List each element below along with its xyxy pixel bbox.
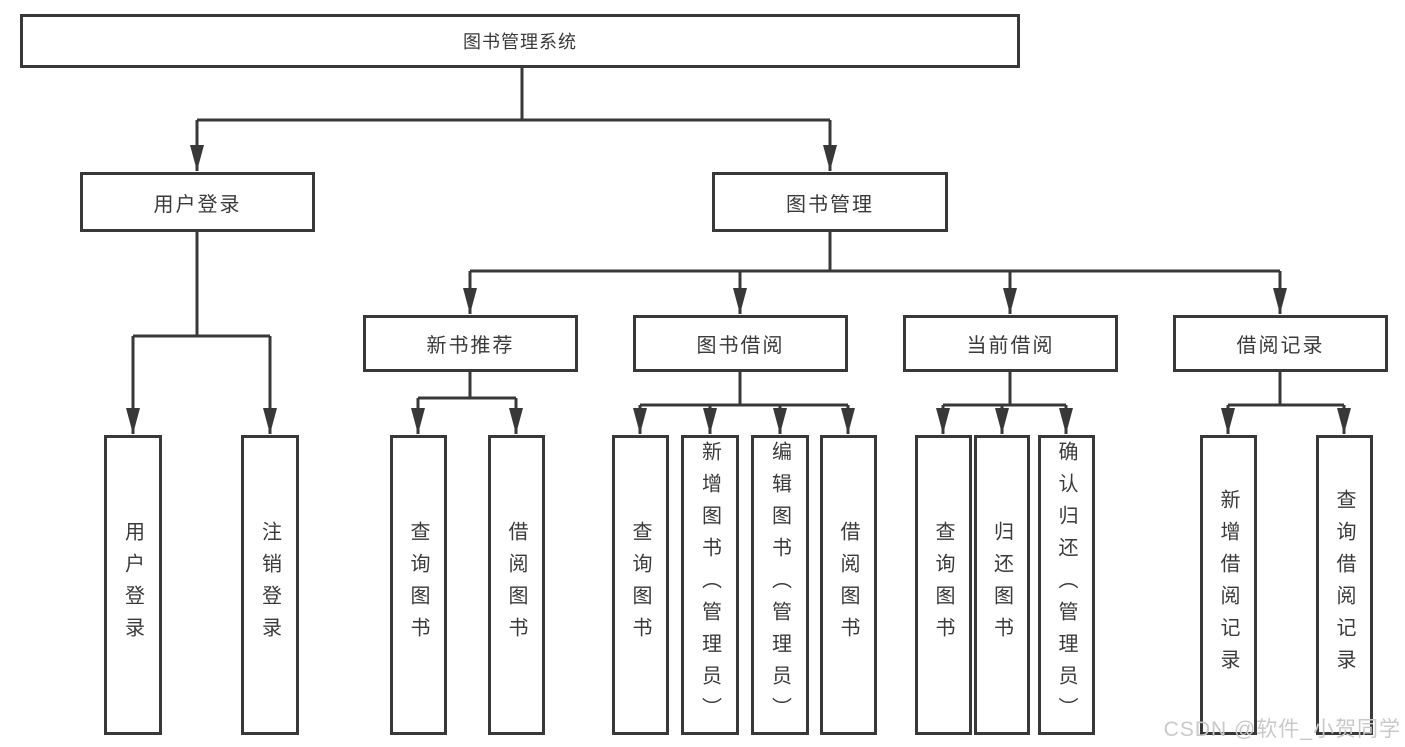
leaf-user-login: 用户登录 <box>104 435 162 735</box>
leaf-query-books-2: 查询图书 <box>612 435 669 735</box>
leaf-query-books-1: 查询图书 <box>390 435 447 735</box>
node-label: 图书管理系统 <box>463 32 577 52</box>
leaf-confirm-return-admin: 确认归还（管理员） <box>1038 435 1095 735</box>
node-label: 图书借阅 <box>696 335 785 357</box>
leaf-borrow-books-1: 借阅图书 <box>488 435 545 735</box>
node-label: 确认归还（管理员） <box>1055 441 1077 729</box>
leaf-add-borrow-record: 新增借阅记录 <box>1200 435 1257 735</box>
leaf-borrow-books-2: 借阅图书 <box>820 435 877 735</box>
node-label: 新增图书（管理员） <box>698 441 721 729</box>
node-label: 查询图书 <box>932 521 954 649</box>
node-current-borrow: 当前借阅 <box>903 315 1118 372</box>
node-label: 注销登录 <box>258 521 281 649</box>
node-book-borrow: 图书借阅 <box>633 315 848 372</box>
node-label: 编辑图书（管理员） <box>768 441 791 729</box>
leaf-query-books-3: 查询图书 <box>915 435 972 735</box>
leaf-logout: 注销登录 <box>241 435 299 735</box>
node-label: 图书管理 <box>786 193 874 216</box>
node-label: 用户登录 <box>121 521 144 649</box>
leaf-edit-book-admin: 编辑图书（管理员） <box>751 435 809 735</box>
leaf-return-books: 归还图书 <box>974 435 1030 735</box>
node-book-management: 图书管理 <box>712 172 948 232</box>
node-label: 借阅记录 <box>1236 335 1325 357</box>
node-label: 查询图书 <box>407 521 429 649</box>
node-user-login: 用户登录 <box>80 172 315 232</box>
leaf-add-book-admin: 新增图书（管理员） <box>681 435 739 735</box>
node-label: 新增借阅记录 <box>1217 489 1239 681</box>
leaf-query-borrow-record: 查询借阅记录 <box>1316 435 1373 735</box>
node-root: 图书管理系统 <box>20 14 1020 68</box>
node-label: 用户登录 <box>153 193 242 216</box>
node-label: 查询图书 <box>629 521 651 649</box>
csdn-watermark: CSDN @软件_小贺同学 <box>1163 718 1401 741</box>
node-label: 归还图书 <box>990 521 1013 649</box>
node-label: 当前借阅 <box>966 335 1055 357</box>
node-label: 借阅图书 <box>505 521 527 649</box>
node-label: 借阅图书 <box>837 521 859 649</box>
node-label: 查询借阅记录 <box>1333 489 1355 681</box>
node-new-book-recommend: 新书推荐 <box>363 315 578 372</box>
node-label: 新书推荐 <box>426 335 515 357</box>
node-borrow-records: 借阅记录 <box>1173 315 1388 372</box>
